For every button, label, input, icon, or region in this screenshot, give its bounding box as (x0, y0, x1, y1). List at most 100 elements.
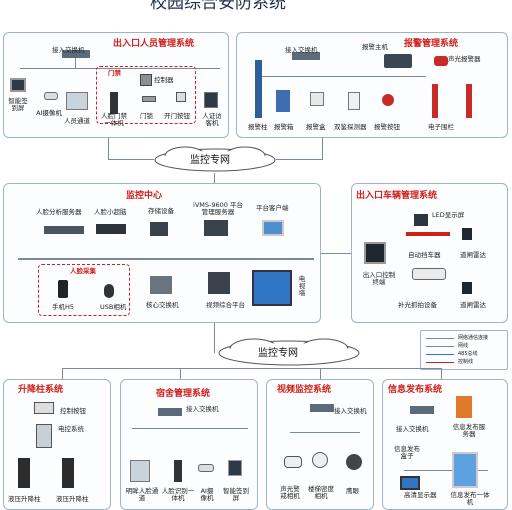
video-switch-icon (310, 404, 334, 412)
entry-item-6: 人证访客机 (202, 112, 222, 127)
legend-0: 网络通信连接 (458, 335, 489, 341)
control-terminal-icon (364, 242, 386, 264)
storage-label: 存储设备 (148, 207, 174, 215)
dorm-checkin-icon (228, 460, 242, 476)
legend-3: 控制线 (458, 359, 474, 365)
monitor-center-title: 监控中心 (126, 191, 163, 201)
core-switch-label: 核心交换机 (146, 301, 179, 309)
door-lock-icon (142, 96, 156, 102)
phone-icon (58, 280, 68, 298)
video-panel (266, 379, 374, 510)
alarm-switch-icon (292, 52, 320, 60)
dorm-ai-camera-icon (198, 464, 214, 472)
visitor-machine-icon (204, 92, 218, 108)
dorm-item-2: AI摄像机 (200, 487, 214, 502)
dorm-title: 宿舍管理系统 (156, 389, 211, 399)
entry-item-2: 人员通道 (64, 117, 90, 125)
dorm-panel (120, 379, 258, 510)
capture-label: 补光抓拍设备 (398, 301, 437, 309)
lift-item-1: 液压升降柱 (56, 495, 89, 503)
alarm-item-4: 报警按钮 (374, 123, 400, 131)
video-item-2: 鹰眼 (346, 487, 359, 495)
siren-icon (434, 56, 448, 66)
info-item-0: 高清显示器 (404, 491, 437, 499)
alarm-pillar-icon (255, 60, 262, 118)
alarm-title: 报警管理系统 (404, 39, 459, 49)
info-item-1: 信息发布一体机 (450, 491, 490, 506)
face-mini-icon (96, 224, 126, 234)
face-terminal-icon (110, 92, 118, 114)
usb-camera-icon (104, 284, 114, 298)
info-title: 信息发布系统 (388, 385, 443, 395)
entry-item-1: AI摄像机 (36, 109, 62, 117)
video-item-0: 声光警戒相机 (280, 485, 300, 500)
alarm-button-icon (382, 94, 394, 106)
page-title: 校园综合安防系统 (150, 0, 286, 13)
fence-post-icon-b (466, 84, 472, 118)
eagle-eye-icon (346, 454, 362, 470)
face-mini-label: 人脸小超脑 (94, 208, 127, 216)
info-kiosk-icon (452, 452, 478, 488)
usb-camera-label: USB相机 (100, 303, 127, 311)
video-platform-label: 视频综合平台 (206, 301, 245, 309)
control-cabinet-icon (36, 424, 52, 448)
alarm-item-5: 声光报警器 (448, 55, 481, 63)
entry-item-3: 人脸门禁一体机 (101, 112, 127, 127)
led-label: LED显示屏 (432, 211, 465, 219)
control-button-icon (34, 402, 54, 414)
fence-post-icon-a (432, 84, 438, 118)
dorm-item-1: 人脸识别一体机 (161, 487, 195, 502)
face-lane-icon (130, 460, 150, 482)
ai-camera-icon (44, 92, 58, 100)
personnel-gate-icon (66, 92, 88, 110)
cloud-label-2: 监控专网 (258, 348, 298, 359)
client-pc-icon (262, 220, 284, 236)
alarm-box-icon (276, 90, 290, 112)
legend-1: 网线 (458, 343, 469, 349)
face-collect-group (38, 264, 130, 316)
cloud-network-2 (218, 338, 360, 366)
alarm-item-6: 电子围栏 (428, 123, 454, 131)
info-switch-icon (410, 406, 434, 414)
alarm-host-icon (384, 54, 412, 68)
lift-control-label: 电控系统 (58, 425, 84, 433)
platform-server-label: iVMS-9600 平台管理服务器 (193, 201, 243, 216)
cloud-label-1: 监控专网 (190, 155, 230, 166)
platform-client-label: 平台客户端 (256, 204, 289, 212)
phone-label: 手机H5 (52, 303, 75, 311)
face-server-label: 人脸分析服务器 (36, 208, 82, 216)
entry-personnel-panel (3, 32, 229, 138)
terminal-label: 出入口控制终端 (362, 271, 396, 286)
entry-item-0: 智能签到屏 (8, 97, 28, 112)
stair-camera-icon (312, 452, 328, 468)
radar-icon-1 (462, 228, 472, 240)
barrier-icon (406, 232, 450, 236)
entry-item-4: 门锁 (140, 112, 153, 120)
lift-item-0: 液压升降柱 (8, 495, 41, 503)
access-group-label: 门禁 (108, 69, 121, 77)
entry-personnel-title: 出入口人员管理系统 (113, 39, 195, 49)
dorm-item-0: 明眸人脸通道 (125, 487, 159, 502)
video-item-1: 楼梯密度相机 (308, 485, 334, 500)
warning-camera-icon (284, 456, 302, 468)
platform-server-icon (204, 220, 228, 236)
alarm-item-1: 报警箱 (274, 123, 294, 131)
cloud-network-1 (154, 146, 276, 172)
switch-icon (62, 50, 90, 58)
alarm-case-icon (310, 92, 324, 106)
open-button-icon (176, 92, 186, 102)
alarm-item-3: 双鉴探测器 (334, 123, 367, 131)
bollard-icon-2 (62, 458, 74, 488)
radar-label-2: 道闸雷达 (460, 301, 486, 309)
info-switch-label: 接入交换机 (396, 425, 429, 433)
alarm-item-0: 报警柱 (248, 123, 268, 131)
dual-detector-icon (348, 92, 360, 110)
alarm-host-label: 报警主机 (362, 43, 388, 51)
tv-wall-icon (252, 270, 292, 306)
hd-monitor-icon (400, 476, 420, 490)
core-switch-icon (150, 276, 172, 294)
vehicle-title: 出入口车辆管理系统 (356, 191, 438, 201)
dorm-switch-icon (158, 408, 182, 416)
controller-label: 控制器 (154, 76, 174, 84)
